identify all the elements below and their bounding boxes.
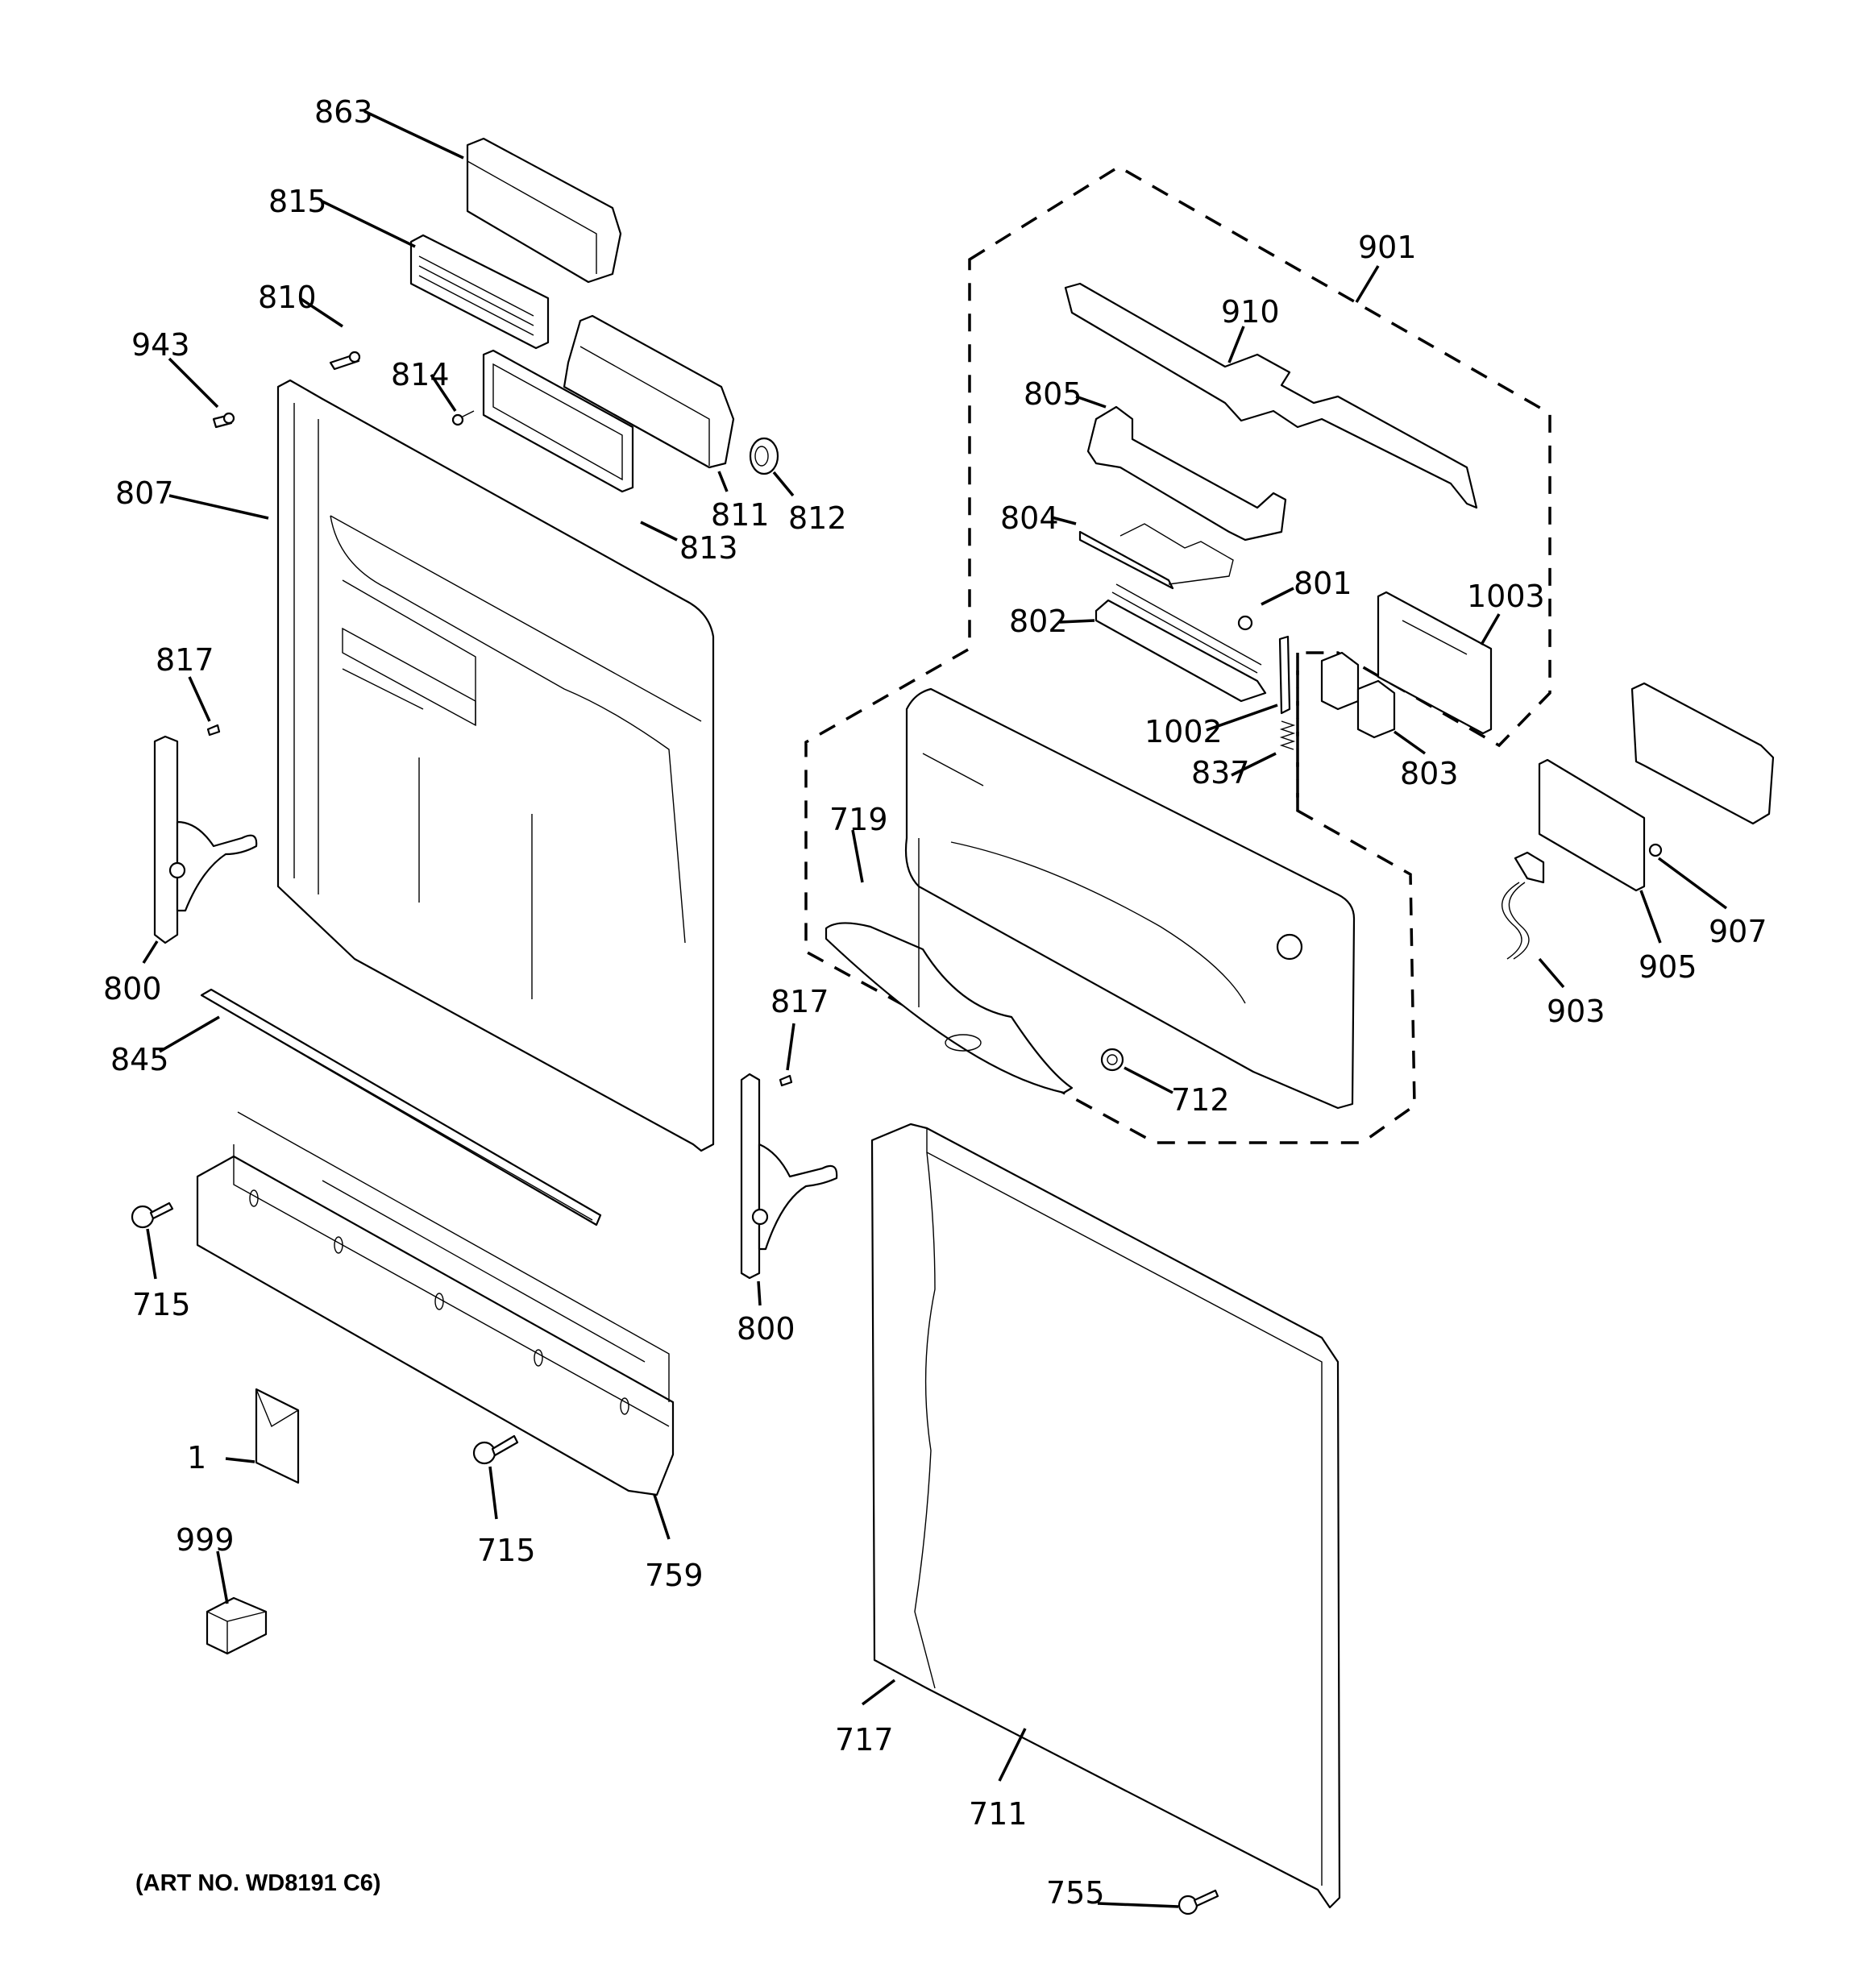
label-999: 999 [176, 1522, 235, 1558]
label-815: 815 [268, 184, 327, 219]
label-863: 863 [314, 94, 373, 130]
part-805-latch-bracket [1086, 405, 1287, 542]
part-800b-hinge [740, 1073, 838, 1280]
assembly-901-outline [804, 164, 1551, 1144]
part-817a-screw [206, 724, 221, 737]
label-903: 903 [1547, 994, 1605, 1029]
label-803: 803 [1400, 756, 1459, 791]
label-801: 801 [1294, 566, 1352, 601]
part-943-screw [212, 412, 235, 429]
part-1002-plunger [1278, 635, 1291, 715]
part-1-literature [255, 1388, 300, 1484]
part-811-dispenser [563, 314, 735, 469]
label-907: 907 [1709, 914, 1767, 949]
label-1002: 1002 [1144, 714, 1223, 749]
label-943: 943 [131, 327, 190, 363]
part-807-inner-door [276, 379, 715, 1152]
part-863-dispenser-cover [466, 137, 622, 284]
part-910-bracket [1064, 282, 1478, 509]
label-817b: 817 [771, 984, 829, 1019]
part-715a-screw [131, 1202, 174, 1229]
part-800a-hinge [153, 735, 258, 944]
board-shield [1630, 682, 1775, 825]
part-815-vent-grille [409, 234, 550, 350]
part-759-bottom-panel [196, 1111, 675, 1496]
label-755: 755 [1046, 1875, 1105, 1911]
label-905: 905 [1639, 949, 1697, 985]
label-802: 802 [1009, 604, 1068, 639]
part-810-screw [329, 351, 361, 371]
part-817b-screw [779, 1074, 793, 1087]
part-labels: 863 815 810 943 814 807 811 812 813 817 … [103, 94, 1767, 1911]
part-837-spring [1279, 720, 1296, 750]
part-719-touchpad [825, 922, 1074, 1094]
label-810: 810 [258, 280, 317, 315]
label-712: 712 [1171, 1082, 1230, 1118]
label-715b: 715 [477, 1533, 536, 1568]
part-905-control-board [1538, 758, 1646, 892]
part-999-block [206, 1596, 268, 1655]
label-804: 804 [1000, 500, 1059, 536]
label-1003: 1003 [1467, 579, 1545, 614]
part-804-rod [1078, 523, 1234, 590]
label-717: 717 [835, 1722, 894, 1758]
part-712-grommet [1100, 1048, 1124, 1072]
label-800a: 800 [103, 971, 162, 1006]
label-719: 719 [829, 802, 888, 837]
part-803-switches [1320, 651, 1396, 739]
control-panel-housing [904, 687, 1356, 1110]
label-1: 1 [187, 1440, 206, 1475]
label-800b: 800 [737, 1311, 795, 1347]
part-711-outer-door [870, 1123, 1341, 1909]
label-807: 807 [115, 475, 174, 511]
label-811: 811 [711, 497, 770, 533]
part-813-gasket [482, 349, 634, 493]
label-901: 901 [1358, 230, 1417, 265]
part-802-rail [1094, 583, 1267, 703]
label-813: 813 [679, 530, 738, 566]
label-817a: 817 [156, 642, 214, 678]
part-903-wire-harness [1502, 851, 1545, 960]
label-837: 837 [1191, 755, 1250, 791]
part-801-screw [1237, 615, 1253, 631]
label-805: 805 [1024, 376, 1082, 412]
part-755-screw [1178, 1889, 1219, 1915]
label-715a: 715 [132, 1287, 191, 1322]
part-907-screw [1648, 843, 1663, 857]
part-814-screw [451, 410, 475, 426]
label-845: 845 [110, 1042, 169, 1077]
part-845-seal-strip [200, 988, 602, 1226]
label-814: 814 [391, 357, 450, 392]
label-711: 711 [969, 1796, 1028, 1832]
label-759: 759 [645, 1558, 704, 1593]
part-812-knob [749, 437, 779, 475]
label-812: 812 [788, 500, 847, 536]
leader-lines [142, 110, 1728, 1908]
art-number: (ART NO. WD8191 C6) [135, 1870, 381, 1896]
part-715b-screw [472, 1434, 519, 1465]
part-1003-cover [1377, 591, 1493, 735]
label-910: 910 [1221, 294, 1280, 330]
